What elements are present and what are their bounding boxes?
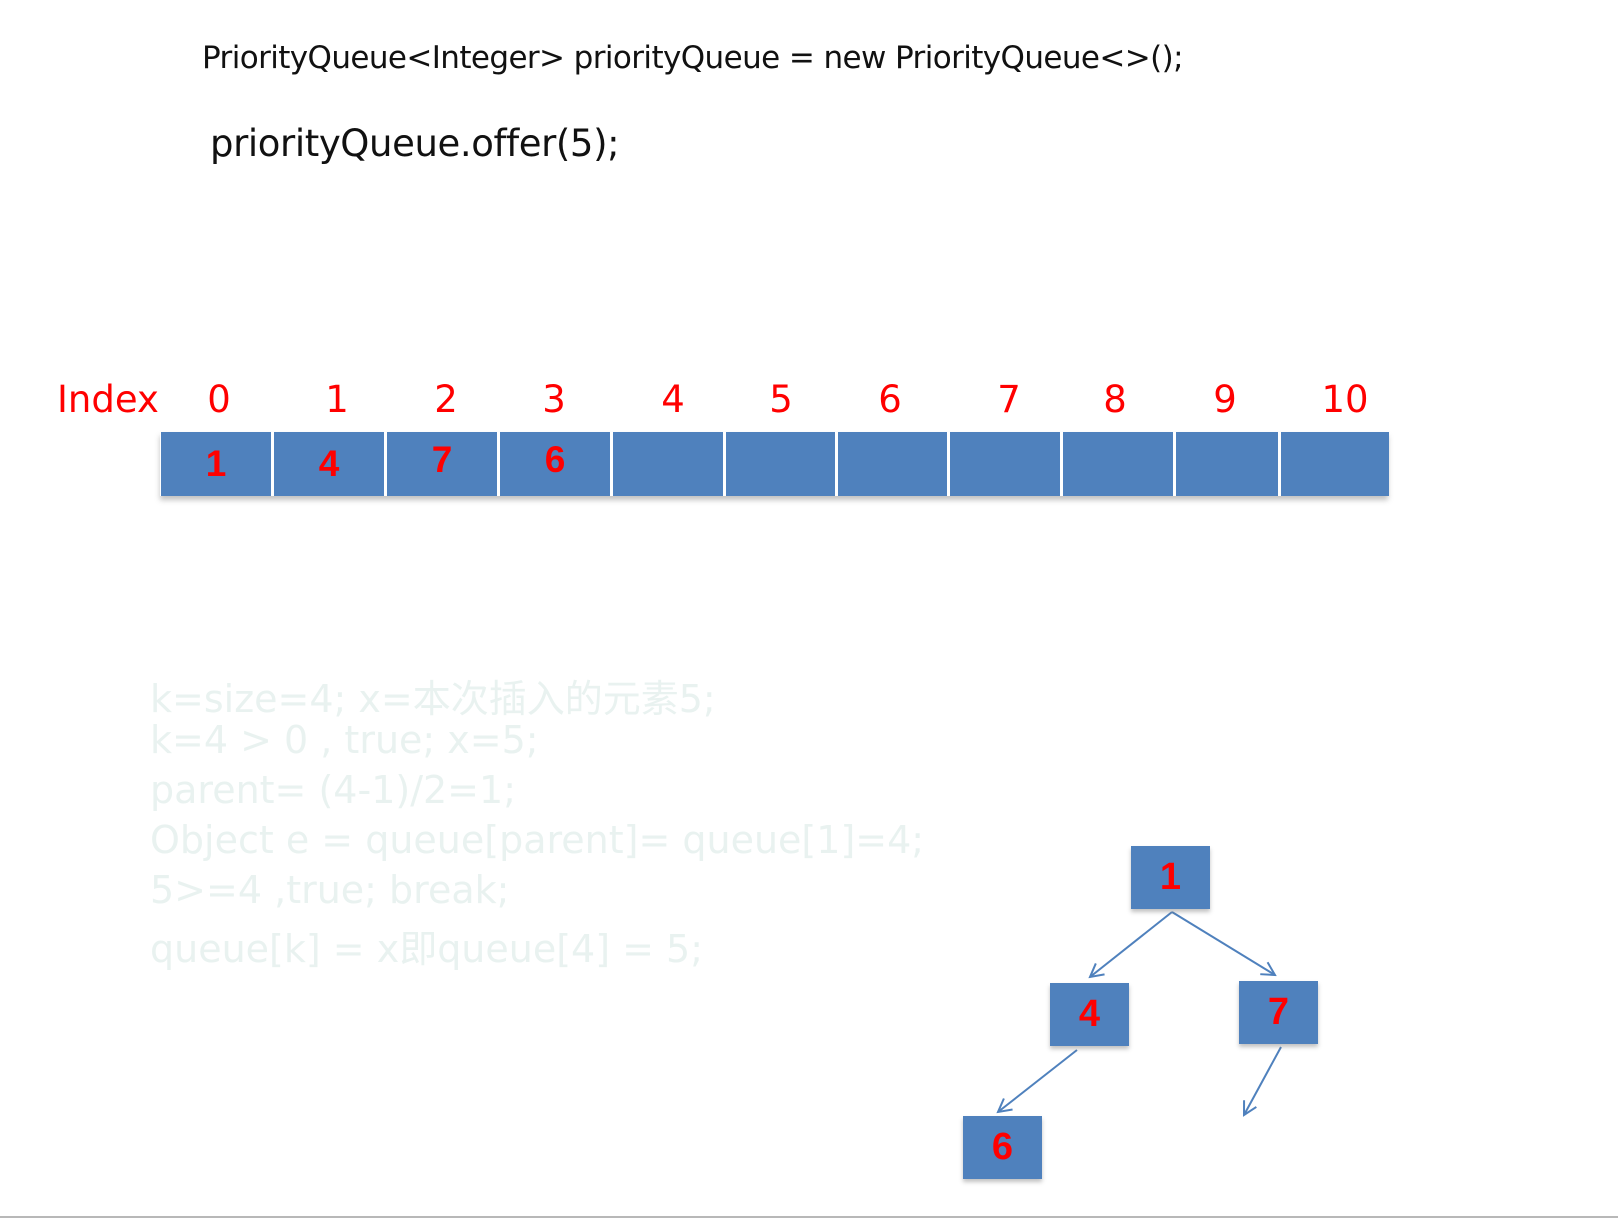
index-number: 0 [207, 378, 231, 421]
tree-node-root: 1 [1131, 846, 1210, 909]
index-number: 6 [878, 378, 902, 421]
edge-1-to-7 [1171, 911, 1275, 975]
array-cell [726, 432, 835, 496]
index-label: Index [57, 378, 159, 421]
index-number: 2 [434, 378, 458, 421]
explanation-line: Object e = queue[parent]= queue[1]=4; [150, 818, 925, 862]
array-cell [613, 432, 723, 496]
array-cell [1281, 432, 1389, 496]
index-number: 8 [1103, 378, 1127, 421]
index-number: 10 [1321, 378, 1369, 421]
array-cell: 7 [387, 432, 497, 496]
explanation-line: k=4 > 0 , true; x=5; [150, 718, 539, 762]
array-cell: 1 [161, 432, 271, 496]
edge-7-to-empty [1244, 1046, 1282, 1115]
code-line-offer: priorityQueue.offer(5); [210, 122, 620, 165]
code-line-declaration: PriorityQueue<Integer> priorityQueue = n… [202, 40, 1184, 76]
index-number: 3 [542, 378, 566, 421]
explanation-line: queue[k] = x即queue[4] = 5; [150, 927, 704, 971]
array-cell [1176, 432, 1278, 496]
array-cell [838, 432, 947, 496]
array-cell [950, 432, 1060, 496]
edge-4-to-6 [998, 1049, 1078, 1112]
explanation-line: parent= (4-1)/2=1; [150, 768, 516, 812]
edge-1-to-4 [1090, 911, 1173, 977]
index-number: 7 [997, 378, 1021, 421]
tree-node-left-left: 6 [963, 1116, 1042, 1179]
array-cell: 6 [500, 432, 610, 496]
index-number: 5 [769, 378, 793, 421]
explanation-line: k=size=4; x=本次插入的元素5; [150, 677, 716, 721]
index-number: 9 [1213, 378, 1237, 421]
bottom-divider [0, 1216, 1618, 1218]
tree-node-left: 4 [1050, 983, 1129, 1046]
array-cell [1063, 432, 1173, 496]
index-number: 4 [661, 378, 685, 421]
array-cell: 4 [274, 432, 384, 496]
explanation-line: 5>=4 ,true; break; [150, 868, 510, 912]
tree-node-right: 7 [1239, 981, 1318, 1044]
index-number: 1 [325, 378, 349, 421]
